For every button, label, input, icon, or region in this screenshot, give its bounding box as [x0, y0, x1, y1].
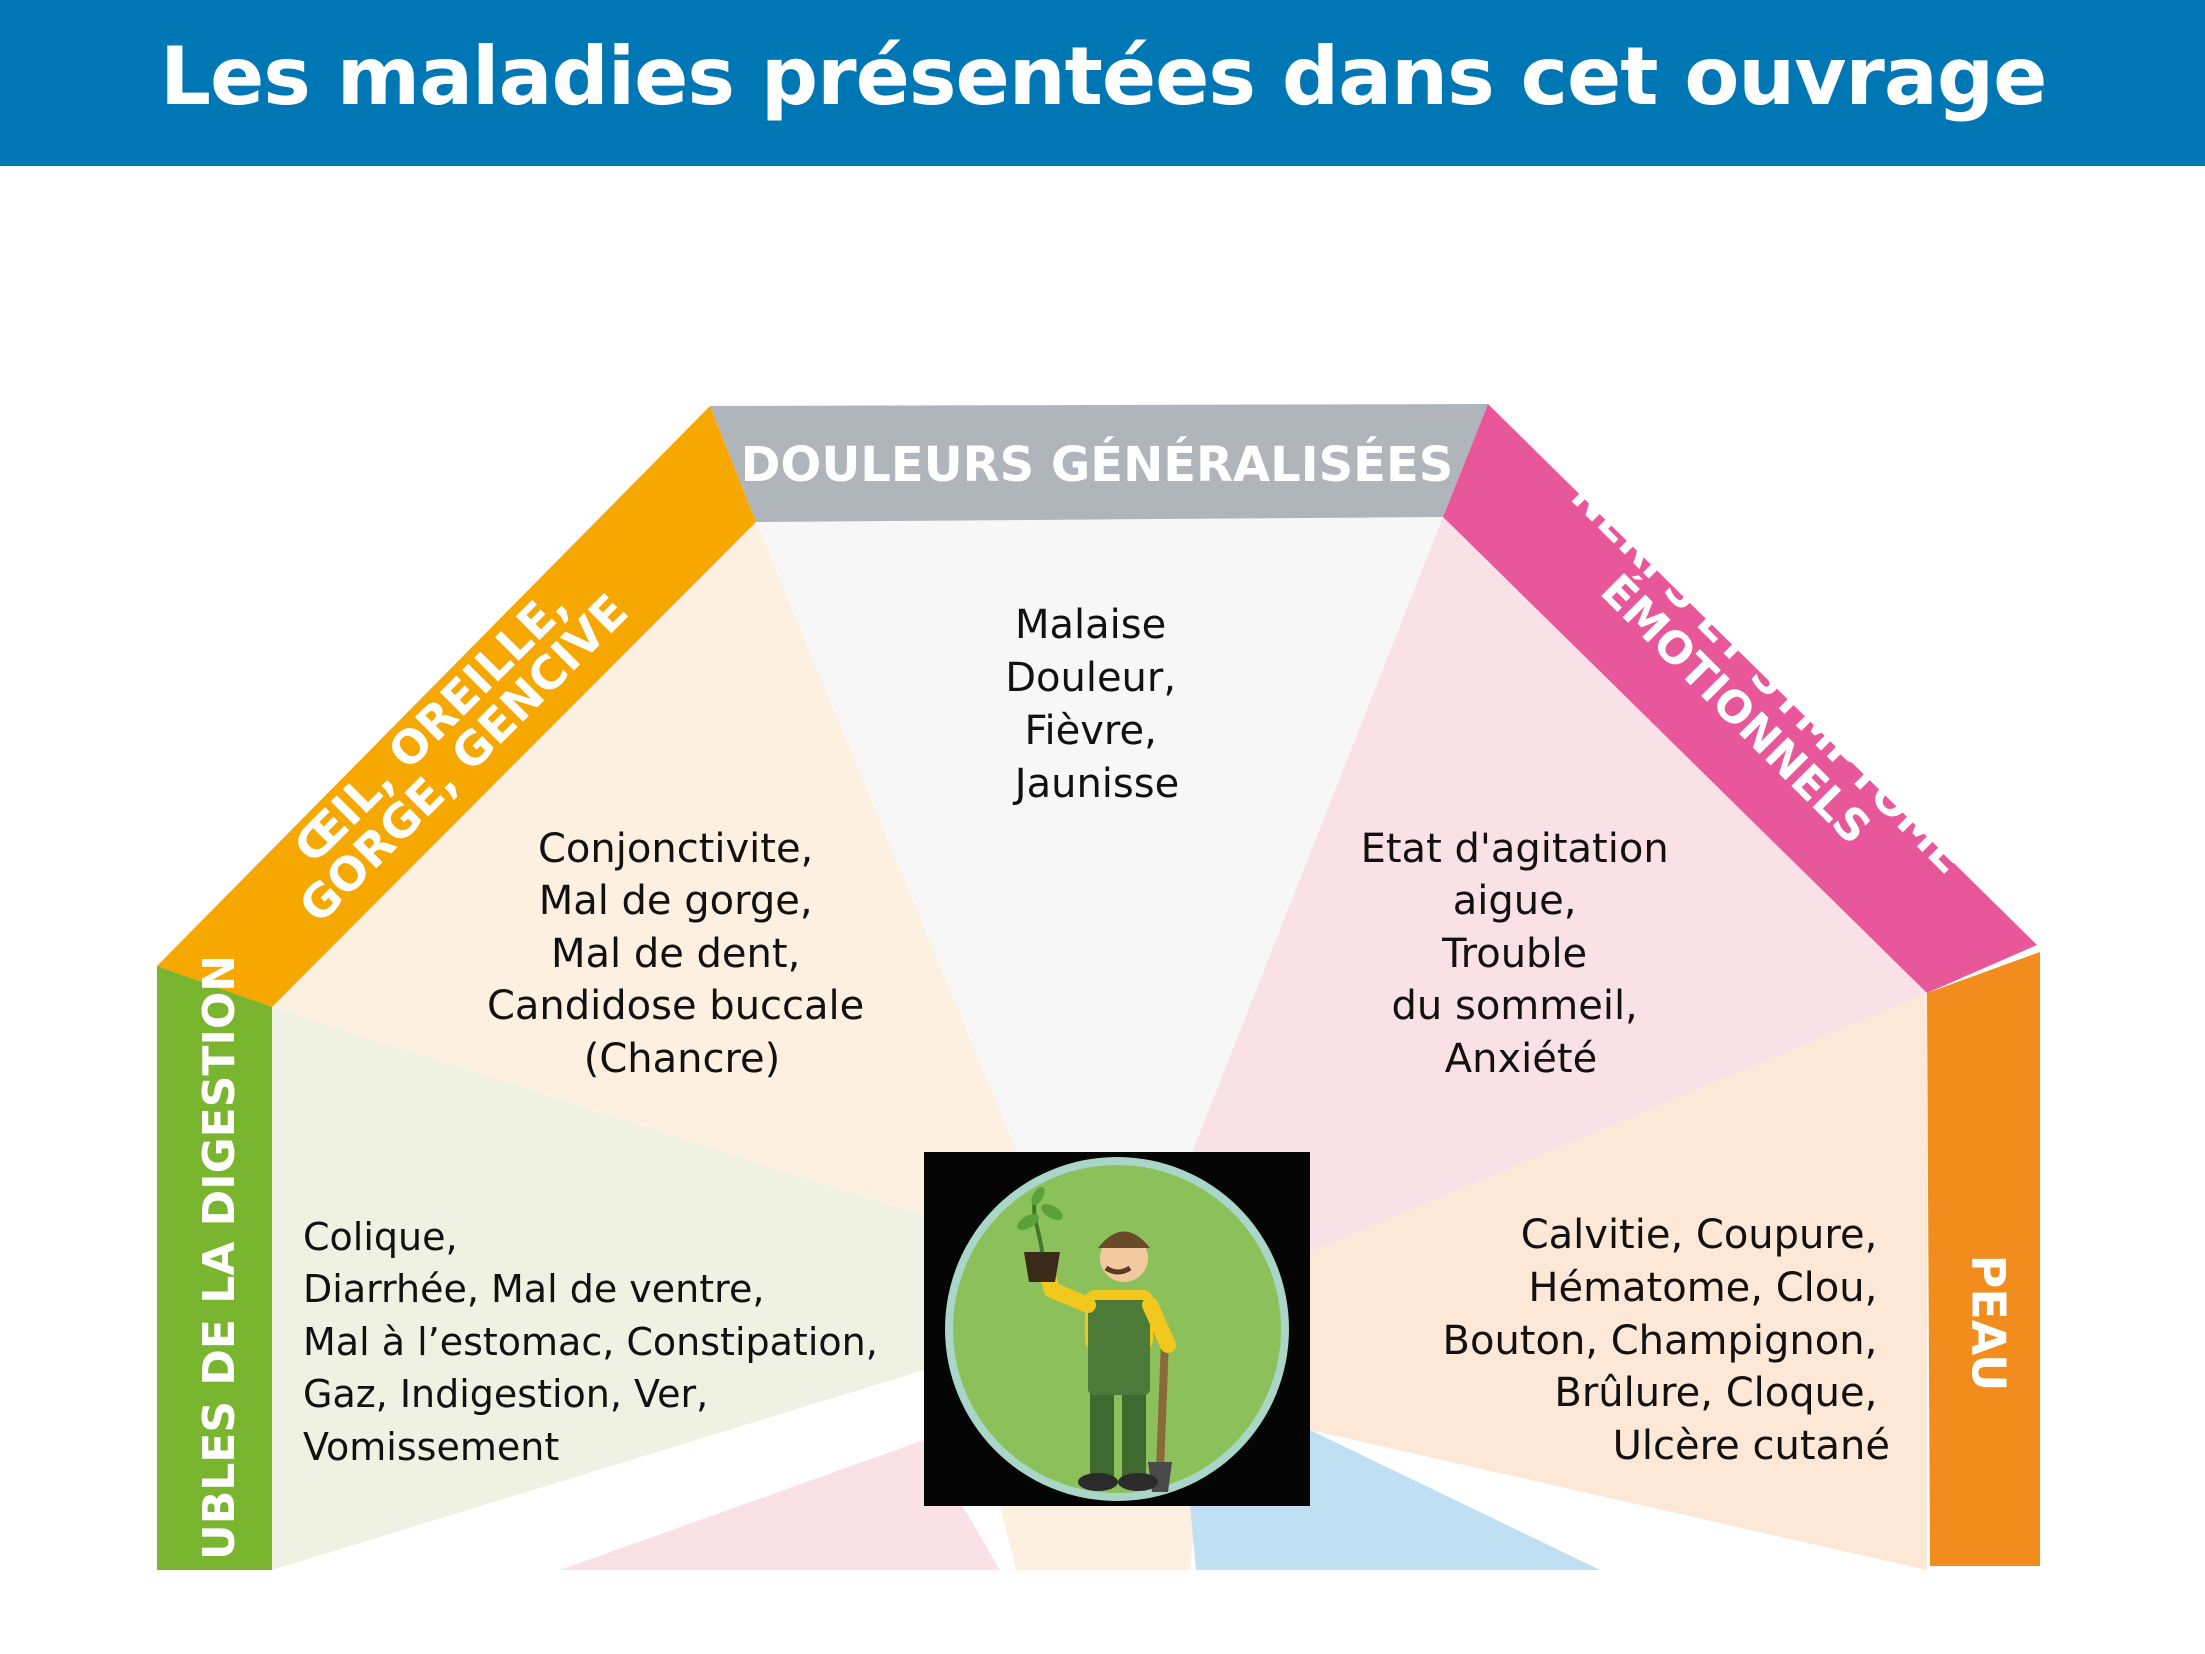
- list-item: Douleur,: [1005, 655, 1176, 701]
- list-item: Gaz, Indigestion, Ver,: [303, 1372, 708, 1416]
- band-eye-ear: [157, 406, 756, 1007]
- list-item: Etat d'agitation: [1361, 826, 1669, 872]
- list-general-pain: Malaise Douleur, Fièvre, Jaunisse: [1005, 602, 1189, 807]
- page-title: Les maladies présentées dans cet ouvrage: [160, 30, 2047, 123]
- wedge-eye-ear: [272, 522, 1030, 1216]
- label-general-pain: DOULEURS GÉNÉRALISÉES: [741, 436, 1454, 493]
- list-item: Bouton, Champignon,: [1443, 1318, 1878, 1364]
- list-eye-ear: Conjonctivite, Mal de gorge, Mal de dent…: [487, 826, 877, 1082]
- list-item: du sommeil,: [1392, 983, 1638, 1029]
- gardener-icon: [924, 1152, 1310, 1506]
- band-digestion: [157, 966, 272, 1570]
- wedge-digestion: [272, 1007, 924, 1570]
- label-skin: PEAU: [1962, 1255, 2016, 1392]
- list-item: Mal de gorge,: [539, 878, 813, 924]
- wedge-bottom-cream: [1000, 1506, 1196, 1570]
- list-item: Brûlure, Cloque,: [1554, 1370, 1877, 1416]
- list-item: Colique,: [303, 1215, 458, 1259]
- list-skin: Calvitie, Coupure, Hématome, Clou, Bouto…: [1443, 1212, 1890, 1469]
- band-skin: [1927, 952, 2040, 1566]
- list-item: (Chancre): [584, 1036, 781, 1082]
- list-item: Conjonctivite,: [538, 826, 813, 872]
- wedge-bottom-pink: [560, 1440, 1000, 1570]
- list-item: Mal de dent,: [551, 931, 800, 977]
- list-item: Calvitie, Coupure,: [1521, 1212, 1878, 1258]
- list-item: Trouble: [1441, 931, 1587, 977]
- label-digestion-group: UBLES DE LA DIGESTION: [194, 955, 245, 1560]
- band-nerves: [1443, 404, 2037, 993]
- list-item: Candidose buccale: [487, 983, 864, 1029]
- list-digestion: Colique, Diarrhée, Mal de ventre, Mal à …: [303, 1215, 890, 1469]
- list-item: Mal à l’estomac, Constipation,: [303, 1320, 878, 1364]
- list-item: Anxiété: [1445, 1036, 1597, 1082]
- wedge-skin: [1310, 993, 1927, 1570]
- list-item: Hématome, Clou,: [1528, 1265, 1877, 1311]
- header-bar: Les maladies présentées dans cet ouvrage: [0, 0, 2205, 166]
- list-item: Malaise: [1015, 602, 1166, 648]
- list-item: Vomissement: [303, 1425, 559, 1469]
- list-item: Jaunisse: [1012, 761, 1179, 807]
- list-item: Ulcère cutané: [1613, 1423, 1890, 1469]
- wedge-nerves: [1180, 517, 1927, 1252]
- band-general-pain: [710, 404, 1488, 522]
- label-digestion: UBLES DE LA DIGESTION: [194, 955, 245, 1560]
- list-item: Fièvre,: [1024, 708, 1156, 754]
- wedge-general-pain: [756, 517, 1443, 1183]
- list-item: Diarrhée, Mal de ventre,: [303, 1267, 764, 1311]
- list-item: aigue,: [1453, 878, 1577, 924]
- list-nerves: Etat d'agitation aigue, Trouble du somme…: [1361, 826, 1682, 1082]
- label-skin-group: PEAU: [1962, 1255, 2016, 1392]
